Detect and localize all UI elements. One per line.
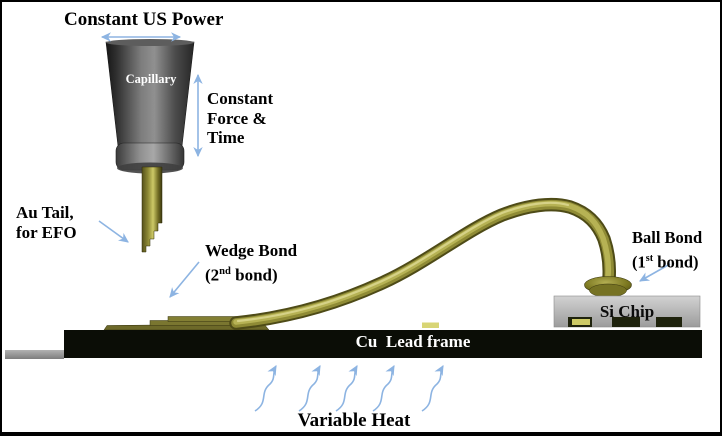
variable-heat-label: Variable Heat <box>297 410 411 431</box>
ball-superscript: st <box>645 253 654 264</box>
title-constant-us-power: Constant US Power <box>64 9 224 30</box>
lead-frame-bar <box>5 330 702 359</box>
wedge-bond-arrow <box>169 261 200 298</box>
force-line-1: Constant <box>207 89 274 108</box>
si-chip-label: Si Chip <box>599 302 655 321</box>
frame-extension <box>5 350 64 359</box>
wedge-line-1: Wedge Bond <box>205 241 298 260</box>
cu-lead-frame-label: Cu Lead frame <box>355 332 471 351</box>
au-tail-arrow <box>98 220 129 243</box>
ball-bond-label: Ball Bond (1st bond) <box>632 227 702 273</box>
wedge-line-2: (2nd bond) <box>205 262 297 286</box>
ball-paren: (1 <box>632 252 646 272</box>
heat-arrow <box>421 365 444 412</box>
wedge-paren: (2 <box>205 265 220 285</box>
au-tail-line-1: Au Tail, <box>16 203 74 222</box>
wedge-superscript: nd <box>219 265 231 277</box>
gold-wire-loop <box>229 197 616 330</box>
heat-arrow <box>298 365 321 412</box>
plating-strip <box>572 319 590 325</box>
ball-bond-shape <box>584 276 632 298</box>
annotation-arrows <box>98 32 671 298</box>
force-line-3: Time <box>207 128 245 147</box>
ball-line-2: (1st bond) <box>632 248 702 273</box>
chip-pad <box>656 317 682 327</box>
au-tail-label: Au Tail, for EFO <box>16 203 77 243</box>
capillary-tool <box>105 39 195 253</box>
constant-force-time-label: Constant Force & Time <box>207 89 273 148</box>
heat-arrow <box>372 365 395 412</box>
heat-arrows <box>254 365 444 412</box>
ball-bond-arrow <box>639 263 671 282</box>
heat-arrow <box>335 365 358 412</box>
capillary-cone <box>105 41 195 147</box>
heat-arrow <box>254 365 277 412</box>
capillary-label: Capillary <box>125 72 177 86</box>
chip-pad <box>612 317 640 327</box>
wedge-bond-label: Wedge Bond (2nd bond) <box>205 241 297 286</box>
au-wire-tail <box>141 166 163 253</box>
si-chip-block <box>553 295 701 328</box>
plating-strip <box>422 322 439 328</box>
ball-rest: bond) <box>653 252 699 272</box>
ball-line-1: Ball Bond <box>632 228 703 247</box>
au-tail-line-2: for EFO <box>16 223 77 242</box>
capillary-top-edge <box>106 39 194 46</box>
force-line-2: Force & <box>207 108 267 128</box>
wedge-rest: bond) <box>230 265 278 285</box>
wedge-bond-shape <box>103 316 270 331</box>
